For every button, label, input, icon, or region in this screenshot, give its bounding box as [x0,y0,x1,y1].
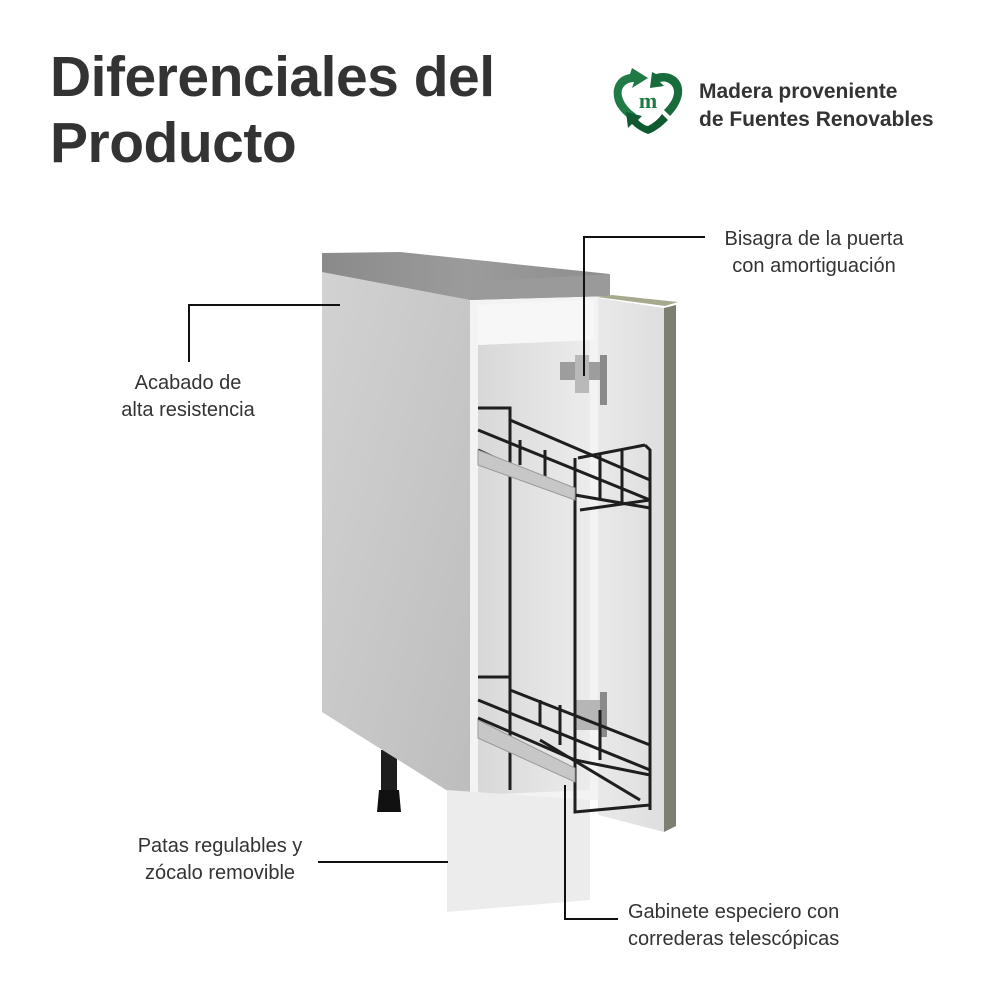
rails-callout-line-v [564,785,566,919]
upper-wire-basket [477,406,652,810]
removable-plinth [447,790,590,912]
upper-telescopic-rail [477,449,576,501]
badge-text: Madera proveniente de Fuentes Renovables [699,78,934,134]
callout-legs: Patas regulables y zócalo removible [120,833,320,887]
soft-close-hinge [560,355,607,405]
page-title: Diferenciales del Producto [50,44,495,176]
callout-legs-line-2: zócalo removible [144,862,296,884]
title-line-1: Diferenciales del [50,45,495,109]
legs-callout-line [318,861,448,863]
side-panel [322,270,470,805]
finish-callout-line-v [188,304,190,362]
callout-hinge: Bisagra de la puerta con amortiguación [708,226,920,280]
lower-telescopic-rail [477,719,576,783]
callout-finish-line-1: Acabado de [134,372,242,394]
callout-hinge-line-1: Bisagra de la puerta [724,228,904,250]
recycle-heart-m-icon: m [613,68,683,134]
hinge-callout-line-h [583,236,705,238]
finish-callout-line-h [188,304,340,306]
title-line-2: Producto [50,111,297,175]
callout-finish-line-2: alta resistencia [121,399,255,421]
lower-wire-basket [477,675,652,814]
badge-line-1: Madera proveniente [699,80,898,103]
svg-text:m: m [639,88,657,113]
callout-rails-line-2: correderas telescópicas [628,928,840,950]
callout-rails: Gabinete especiero con correderas telesc… [628,899,839,953]
door [597,295,678,832]
adjustable-leg [377,750,401,812]
callout-rails-line-1: Gabinete especiero con [628,901,840,923]
badge-line-2: de Fuentes Renovables [699,108,934,131]
callout-finish: Acabado de alta resistencia [100,370,276,424]
callout-hinge-line-2: con amortiguación [732,255,896,277]
renewable-wood-badge: m Madera proveniente de Fuentes Renovabl… [608,66,968,136]
hinge-callout-line-v [583,236,585,376]
rails-callout-line-h [564,918,618,920]
callout-legs-line-1: Patas regulables y [137,835,303,857]
